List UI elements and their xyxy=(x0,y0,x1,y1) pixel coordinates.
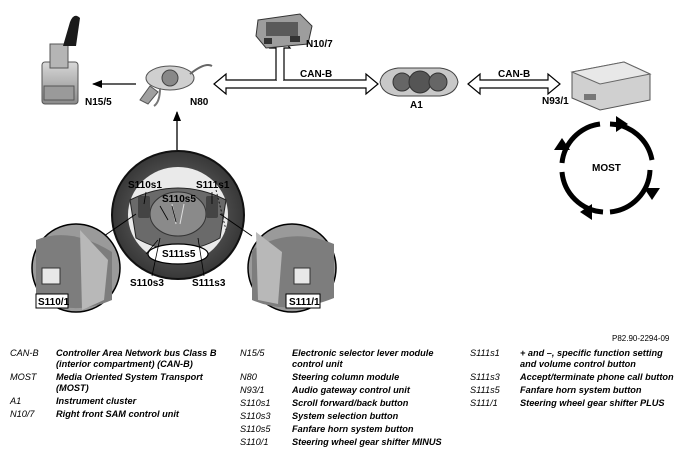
legend-code: S111s3 xyxy=(470,372,500,382)
steering-column-module-illustration xyxy=(139,64,213,107)
legend-description: Audio gateway control unit xyxy=(292,385,410,395)
legend-code: S110/1 xyxy=(240,437,269,447)
label-n80: N80 xyxy=(190,97,209,108)
legend-entry: S111s3 Accept/terminate phone call button xyxy=(470,372,675,383)
legend-code: S110s1 xyxy=(240,398,271,408)
legend-description: Steering wheel gear shifter MINUS xyxy=(292,437,442,447)
label-most: MOST xyxy=(592,163,621,174)
instrument-cluster-illustration xyxy=(379,67,459,97)
callout-lines xyxy=(143,189,227,277)
legend-description: Controller Area Network bus Class B (int… xyxy=(56,348,217,369)
legend-entry: MOST Media Oriented System Transport (MOS… xyxy=(10,372,230,394)
legend-description: System selection button xyxy=(292,411,399,421)
legend-code: S110s5 xyxy=(240,424,271,434)
legend-code: S111s1 xyxy=(470,348,500,358)
legend-code: N80 xyxy=(240,372,257,382)
legend-entry: S111/1 Steering wheel gear shifter PLUS xyxy=(470,398,675,409)
label-s110s1: S110s1 xyxy=(128,180,162,191)
legend-entry: S110s5 Fanfare horn system button xyxy=(240,424,462,435)
legend-code: S110s3 xyxy=(240,411,271,421)
legend-code: N10/7 xyxy=(10,409,35,419)
legend-entry: S111s5 Fanfare horn system button xyxy=(470,385,675,396)
legend-code: A1 xyxy=(10,396,22,406)
legend-description: Steering column module xyxy=(292,372,400,382)
left-shifter-zoom xyxy=(31,213,137,313)
label-s111-1: S111/1 xyxy=(289,297,320,308)
legend-entry: A1 Instrument cluster xyxy=(10,396,230,407)
reference-code: P82.90-2294-09 xyxy=(612,334,670,343)
legend-entry: S111s1 + and –, specific function setting… xyxy=(470,348,675,370)
legend-entry: CAN-B Controller Area Network bus Class B… xyxy=(10,348,230,370)
label-can-b-left: CAN-B xyxy=(300,69,332,80)
selector-lever-module-illustration xyxy=(41,15,80,105)
system-diagram: N15/5 N80 CAN-B N10/7 xyxy=(31,13,660,313)
label-s111s5: S111s5 xyxy=(162,249,196,260)
legend-description: Fanfare horn system button xyxy=(520,385,642,395)
most-ring xyxy=(554,116,660,220)
legend-entry: N80 Steering column module xyxy=(240,372,462,383)
legend-entry: N15/5 Electronic selector lever module co… xyxy=(240,348,462,370)
legend-description: Fanfare horn system button xyxy=(292,424,414,434)
legend-description: Instrument cluster xyxy=(56,396,137,406)
legend-description: Right front SAM control unit xyxy=(56,409,179,419)
can-b-bus-right xyxy=(467,72,561,96)
legend-code: MOST xyxy=(10,372,37,382)
steering-wheel-illustration xyxy=(111,150,245,280)
legend-description: Electronic selector lever module control… xyxy=(292,348,434,369)
label-s111s3: S111s3 xyxy=(192,278,226,289)
legend-code: CAN-B xyxy=(10,348,39,358)
label-a1: A1 xyxy=(410,100,423,111)
legend-entry: S110/1 Steering wheel gear shifter MINUS xyxy=(240,437,462,448)
label-n10-7: N10/7 xyxy=(306,39,333,50)
legend-entry: N93/1 Audio gateway control unit xyxy=(240,385,462,396)
sam-control-unit-illustration xyxy=(255,13,313,49)
legend-column-3: S111s1 + and –, specific function setting… xyxy=(470,348,675,411)
right-shifter-zoom xyxy=(219,213,337,313)
label-s110-1: S110/1 xyxy=(38,297,70,308)
label-s110s3: S110s3 xyxy=(130,278,164,289)
legend-code: S111s5 xyxy=(470,385,500,395)
legend-entry: S110s1 Scroll forward/back button xyxy=(240,398,462,409)
label-can-b-right: CAN-B xyxy=(498,69,530,80)
legend-description: Accept/terminate phone call button xyxy=(520,372,674,382)
legend-column-2: N15/5 Electronic selector lever module co… xyxy=(240,348,462,450)
legend-entry: S110s3 System selection button xyxy=(240,411,462,422)
audio-gateway-illustration xyxy=(570,61,652,111)
label-n15-5: N15/5 xyxy=(85,97,112,108)
legend-description: Steering wheel gear shifter PLUS xyxy=(520,398,665,408)
legend-description: Scroll forward/back button xyxy=(292,398,409,408)
legend-description: + and –, specific function setting and v… xyxy=(520,348,663,369)
legend-code: N93/1 xyxy=(240,385,265,395)
label-s110s5: S110s5 xyxy=(162,194,196,205)
legend-description: Media Oriented System Transport (MOST) xyxy=(56,372,203,393)
legend-entry: N10/7 Right front SAM control unit xyxy=(10,409,230,420)
legend-code: N15/5 xyxy=(240,348,265,358)
legend-column-1: CAN-B Controller Area Network bus Class B… xyxy=(10,348,230,422)
legend-code: S111/1 xyxy=(470,398,498,408)
label-n93-1: N93/1 xyxy=(542,96,569,107)
label-s111s1: S111s1 xyxy=(196,180,230,191)
